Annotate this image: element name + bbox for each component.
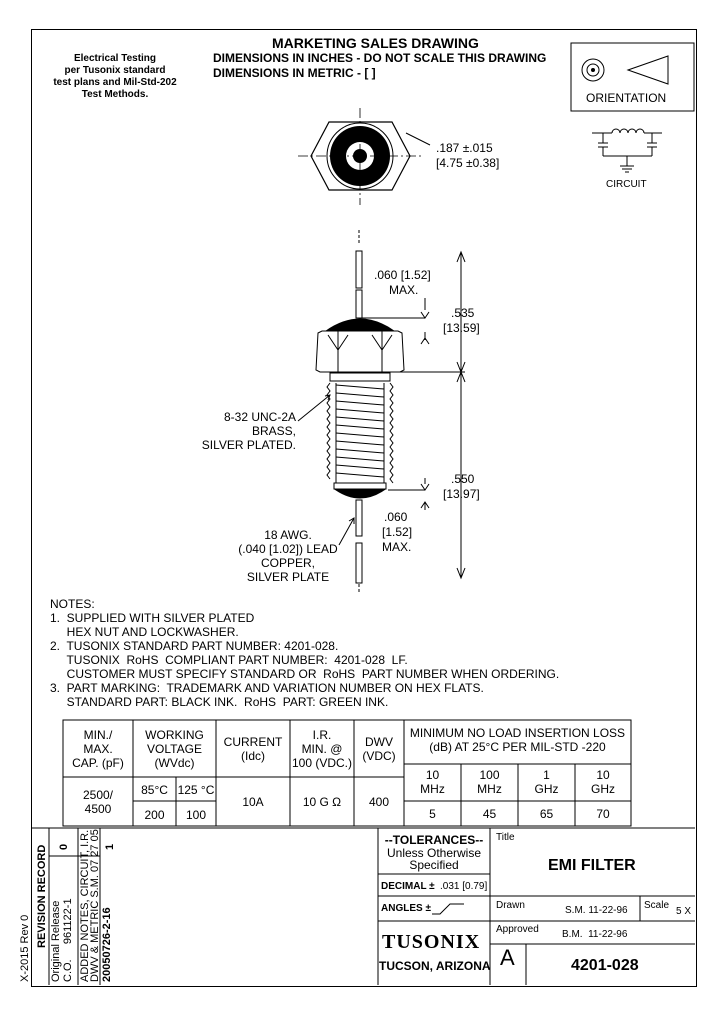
lead-bot-max: MAX. bbox=[382, 540, 412, 554]
angles-label: ANGLES ± bbox=[381, 903, 431, 914]
part-number: 4201-028 bbox=[571, 957, 639, 974]
thread-length-dim-mm: [13.97] bbox=[443, 487, 480, 501]
testing-note: Electrical Testing per Tusonix standard … bbox=[53, 53, 177, 100]
wv-value-85: 200 bbox=[144, 808, 165, 822]
notes: NOTES: 1. SUPPLIED WITH SILVER PLATED HE… bbox=[50, 597, 559, 709]
insertion-loss-header: MINIMUM NO LOAD INSERTION LOSS(dB) AT 25… bbox=[409, 726, 626, 754]
thread-length-dim: .550 bbox=[451, 472, 475, 486]
revision-0-co: C.O. 961122-1 bbox=[62, 898, 74, 982]
body-length-dim: .535 bbox=[451, 306, 475, 320]
drawing-size: A bbox=[500, 945, 515, 970]
drawn-value: S.M. 11-22-96 bbox=[565, 905, 628, 916]
circuit-schematic-icon bbox=[592, 128, 662, 173]
filter-side-view bbox=[297, 132, 466, 594]
ir-header: I.R.MIN. @100 (VDC.) bbox=[291, 728, 353, 770]
il-value: 5 bbox=[429, 807, 436, 821]
ir-value: 10 G Ω bbox=[302, 795, 342, 809]
notes-heading: NOTES: bbox=[50, 597, 95, 611]
note-line: HEX NUT AND LOCKWASHER. bbox=[50, 625, 239, 639]
orientation-side-view-icon bbox=[626, 55, 669, 85]
il-value: 45 bbox=[482, 807, 497, 821]
decimal-label: DECIMAL ± bbox=[381, 881, 435, 892]
drawing-subtitle-inches: DIMENSIONS IN INCHES - DO NOT SCALE THIS… bbox=[213, 51, 547, 65]
part-title: EMI FILTER bbox=[548, 857, 636, 874]
cap-header: MIN./MAX.CAP. (pF) bbox=[72, 728, 124, 770]
note-line: 1. SUPPLIED WITH SILVER PLATED bbox=[50, 611, 255, 625]
approved-label: Approved bbox=[496, 924, 539, 935]
revision-0-desc: Original Release bbox=[50, 900, 62, 982]
spec-table-lines bbox=[62, 719, 632, 827]
lead-bot-dim-mm: [1.52] bbox=[382, 525, 413, 539]
drawing-title: MARKETING SALES DRAWING bbox=[272, 35, 479, 51]
orientation-label: ORIENTATION bbox=[586, 91, 667, 105]
orientation-end-view-icon bbox=[581, 58, 605, 82]
hex-dia-dim: .187 ±.015 bbox=[436, 141, 493, 155]
circuit-label: CIRCUIT bbox=[606, 179, 647, 190]
dwv-header: DWV(VDC) bbox=[362, 735, 396, 763]
drawing-frame bbox=[31, 29, 697, 987]
hex-end-view bbox=[298, 108, 424, 205]
decimal-value: .031 [0.79] bbox=[440, 881, 488, 892]
form-number: X-2015 Rev 0 bbox=[19, 914, 31, 982]
revision-0-number: 0 bbox=[58, 843, 70, 850]
current-value: 10A bbox=[242, 795, 264, 809]
hex-dia-dim-mm: [4.75 ±0.38] bbox=[436, 156, 500, 170]
il-value: 65 bbox=[539, 807, 554, 821]
scale-value: 5 X bbox=[676, 906, 692, 917]
company-location: TUCSON, ARIZONA bbox=[379, 959, 491, 973]
tolerances-heading: --TOLERANCES-- bbox=[384, 833, 484, 847]
il-value: 70 bbox=[596, 807, 610, 821]
title-label: Title bbox=[496, 832, 515, 843]
approved-value: B.M. 11-22-96 bbox=[562, 929, 628, 940]
lead-top-dim: .060 [1.52] bbox=[374, 268, 431, 282]
wv-temp-85: 85°C bbox=[141, 783, 168, 797]
current-header: CURRENT(Idc) bbox=[223, 735, 283, 763]
revision-1-co: 20050726-2-16 bbox=[101, 907, 113, 982]
dwv-value: 400 bbox=[368, 795, 390, 809]
note-line: CUSTOMER MUST SPECIFY STANDARD OR RoHS P… bbox=[50, 667, 560, 681]
drawing-subtitle-metric: DIMENSIONS IN METRIC - [ ] bbox=[213, 66, 376, 80]
note-line: TUSONIX RoHS COMPLIANT PART NUMBER: 4201… bbox=[50, 653, 408, 667]
tolerances-line2: Unless Otherwise bbox=[386, 846, 482, 860]
company-logo: TUSONIX bbox=[382, 931, 481, 953]
orientation-box bbox=[570, 42, 695, 112]
revision-1-by: DWV & METRIC S.M. 07 27 05 bbox=[89, 829, 101, 982]
revision-1-number: 1 bbox=[104, 843, 116, 850]
cap-value: 2500/4500 bbox=[82, 788, 114, 816]
drawn-label: Drawn bbox=[496, 900, 525, 911]
lead-top-max: MAX. bbox=[389, 283, 419, 297]
wv-value-125: 100 bbox=[185, 808, 207, 822]
thread-zigzag bbox=[326, 382, 394, 484]
thread-callout: 8-32 UNC-2A BRASS, SILVER PLATED. bbox=[201, 410, 296, 452]
tolerances-line3: Specified bbox=[409, 858, 459, 872]
body-length-dim-mm: [13.59] bbox=[443, 321, 480, 335]
title-block-lines bbox=[31, 827, 695, 985]
scale-label: Scale bbox=[644, 900, 670, 911]
revision-heading: REVISION RECORD bbox=[36, 844, 48, 948]
note-line: 2. TUSONIX STANDARD PART NUMBER: 4201-02… bbox=[50, 639, 339, 653]
lead-callout: 18 AWG. (.040 [1.02]) LEAD COPPER, SILVE… bbox=[238, 528, 338, 584]
note-line: 3. PART MARKING: TRADEMARK AND VARIATION… bbox=[50, 681, 484, 695]
lead-bot-dim: .060 bbox=[384, 510, 408, 524]
note-line: STANDARD PART: BLACK INK. RoHS PART: GRE… bbox=[50, 695, 389, 709]
wv-temp-125: 125 °C bbox=[177, 783, 215, 797]
